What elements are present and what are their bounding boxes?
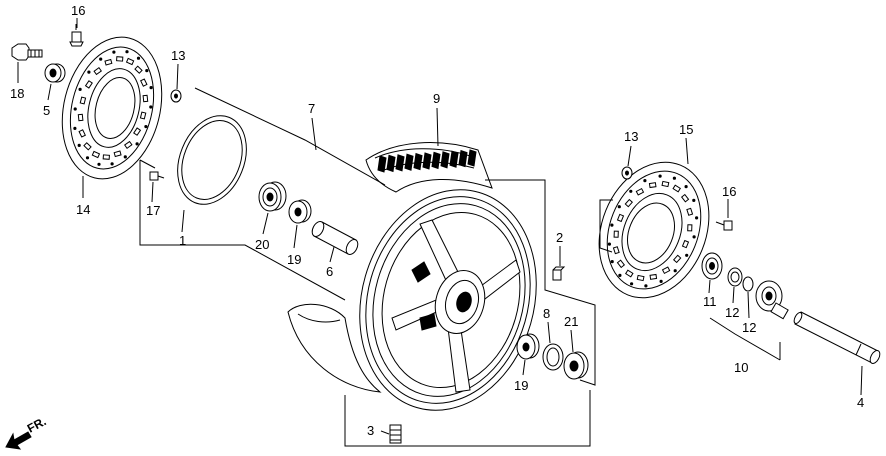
washer-12-b <box>742 276 754 292</box>
label-21: 21 <box>564 314 578 329</box>
label-17: 17 <box>146 203 160 218</box>
label-11: 11 <box>703 294 717 309</box>
label-18: 18 <box>10 86 24 101</box>
label-19-right: 19 <box>514 378 528 393</box>
part-labels: 16 18 5 13 14 17 1 7 9 20 19 6 2 8 21 19… <box>10 3 864 438</box>
label-4: 4 <box>857 395 864 410</box>
label-20: 20 <box>255 237 269 252</box>
wheel-rim-7 <box>359 189 537 411</box>
speedometer-gearbox <box>755 280 789 320</box>
label-3: 3 <box>367 423 374 438</box>
arrow-down-left-icon <box>5 431 32 450</box>
label-10: 10 <box>734 360 748 375</box>
tire-9 <box>365 142 493 193</box>
axle-bolt-18 <box>11 43 43 61</box>
label-19-left: 19 <box>287 252 301 267</box>
rim-band <box>287 303 382 393</box>
spacer-6 <box>311 221 359 255</box>
collar-5 <box>44 63 66 83</box>
washer-13-right <box>621 166 633 180</box>
washer-12-a <box>727 267 743 287</box>
label-6: 6 <box>326 264 333 279</box>
leader-lines <box>17 18 863 435</box>
right-disc-slots <box>607 174 699 288</box>
label-8: 8 <box>543 306 550 321</box>
bearing-21 <box>563 351 589 380</box>
label-13-right: 13 <box>624 129 638 144</box>
bolt-17 <box>149 171 165 181</box>
balance-weight-2 <box>552 266 566 281</box>
label-2: 2 <box>556 230 563 245</box>
label-15: 15 <box>679 122 693 137</box>
left-disc-slots <box>73 50 153 166</box>
label-1: 1 <box>179 233 186 248</box>
label-13-left: 13 <box>171 48 185 63</box>
valve-3 <box>389 424 402 444</box>
label-5: 5 <box>43 103 50 118</box>
label-14: 14 <box>76 202 90 217</box>
ring-1 <box>177 115 247 205</box>
right-brake-disc <box>598 161 710 299</box>
washer-13-left <box>170 89 182 103</box>
label-12-a: 12 <box>725 305 739 320</box>
circlip-8 <box>542 343 564 371</box>
speedometer-gear-11 <box>701 252 723 280</box>
label-16-left: 16 <box>71 3 85 18</box>
seal-19-right <box>516 333 540 360</box>
tire-tread <box>377 149 477 173</box>
left-brake-disc <box>61 36 163 180</box>
label-9: 9 <box>433 91 440 106</box>
label-16-right: 16 <box>722 184 736 199</box>
assembly-lines <box>139 87 781 447</box>
seal-19-left <box>288 199 312 224</box>
label-12-b: 12 <box>742 320 756 335</box>
axle-4 <box>793 311 881 364</box>
disc-bolt-16-left <box>69 24 84 47</box>
label-7: 7 <box>308 101 315 116</box>
bearing-20 <box>258 181 287 212</box>
disc-bolt-16-right <box>715 220 733 231</box>
